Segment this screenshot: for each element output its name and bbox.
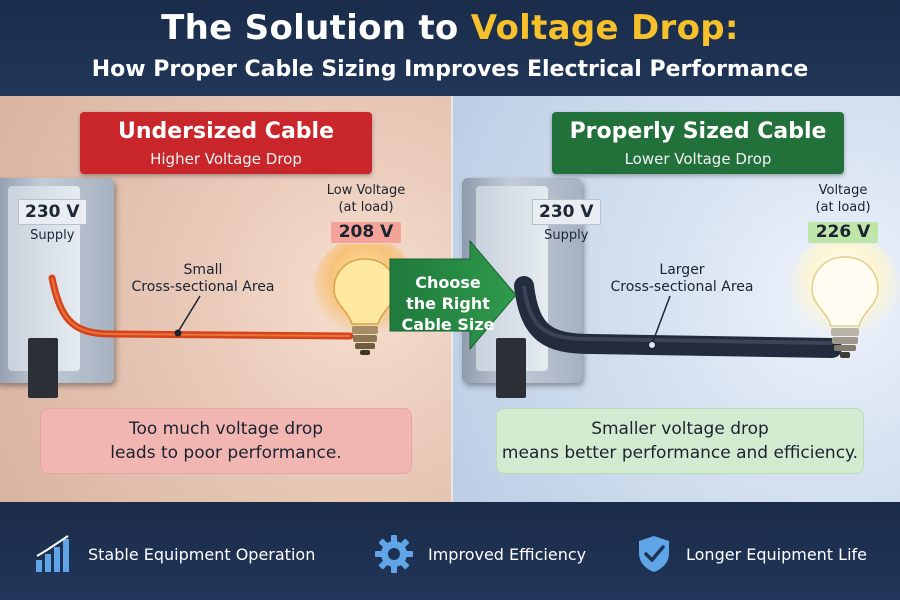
supply-label: Supply (544, 228, 589, 243)
arrow-label: Choose the Right Cable Size (401, 273, 495, 334)
supply-label: Supply (30, 228, 75, 243)
cable-socket (28, 338, 58, 398)
thick-cable (514, 276, 842, 358)
benefit-label: Improved Efficiency (428, 544, 587, 564)
load-voltage-value: 226 V (807, 222, 879, 243)
supply-voltage: 230 V (18, 199, 87, 225)
benefits-footer: Stable Equipment Operation Improved Effi… (0, 502, 900, 600)
benefit-efficiency: Improved Efficiency (374, 534, 586, 574)
supply-voltage: 230 V (532, 199, 601, 225)
supply-readout: 230 V Supply (18, 199, 87, 243)
header: The Solution to Voltage Drop: How Proper… (0, 0, 900, 96)
proper-panel: 230 V Supply Larger Cross-sectional Area… (452, 96, 900, 502)
load-voltage: Voltage (at load) 226 V (798, 182, 888, 243)
bright-bulb-icon (790, 244, 900, 358)
title-highlight: Voltage Drop: (470, 8, 739, 48)
benefit-life: Longer Equipment Life (636, 534, 867, 574)
banner-title: Undersized Cable (117, 119, 334, 144)
undersized-banner: Undersized Cable Higher Voltage Drop (80, 112, 372, 174)
bar-chart-icon (36, 535, 69, 572)
banner-subtitle: Lower Voltage Drop (624, 150, 772, 168)
proper-note: Smaller voltage drop means better perfor… (496, 408, 864, 474)
undersized-panel: 230 V Supply Small Cross-sectional Area … (0, 96, 452, 502)
page-subtitle: How Proper Cable Sizing Improves Electri… (91, 57, 809, 82)
benefit-label: Longer Equipment Life (686, 544, 867, 564)
area-label: Larger Cross-sectional Area (610, 262, 754, 295)
area-label: Small Cross-sectional Area (131, 262, 275, 295)
load-voltage-value: 208 V (330, 222, 402, 243)
title-text: The Solution to (161, 8, 471, 48)
benefit-label: Stable Equipment Operation (88, 544, 316, 564)
transition-arrow-icon (389, 239, 517, 351)
thin-cable (48, 274, 354, 340)
proper-banner: Properly Sized Cable Lower Voltage Drop (552, 112, 844, 174)
gear-icon (375, 535, 413, 573)
banner-title: Properly Sized Cable (569, 119, 827, 144)
undersized-note: Too much voltage drop leads to poor perf… (40, 408, 412, 474)
supply-readout: 230 V Supply (532, 199, 601, 243)
shield-check-icon (639, 536, 669, 572)
cable-socket (496, 338, 526, 398)
banner-subtitle: Higher Voltage Drop (150, 150, 302, 168)
load-voltage: Low Voltage (at load) 208 V (326, 183, 406, 243)
page-title: The Solution to Voltage Drop: (0, 8, 900, 48)
benefit-stable: Stable Equipment Operation (34, 534, 315, 574)
